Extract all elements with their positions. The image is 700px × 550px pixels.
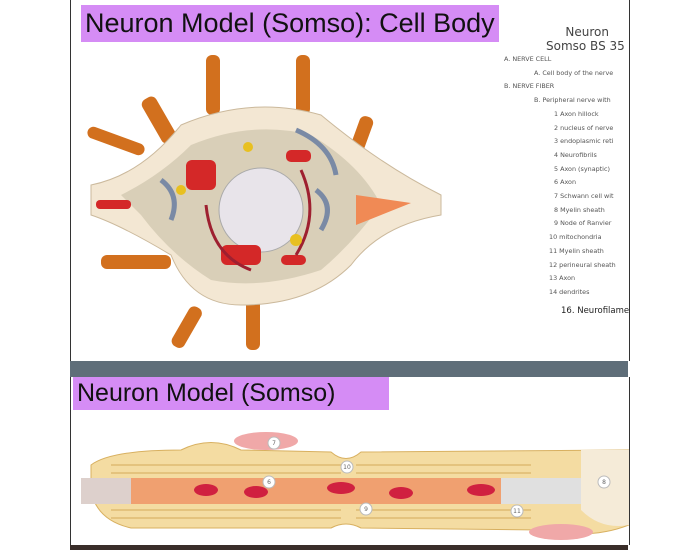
slide-title: Neuron Model (Somso): Cell Body xyxy=(81,5,499,42)
legend-item: 3 endoplasmic reti xyxy=(554,137,614,146)
label-8: 8 xyxy=(602,479,606,486)
legend-item: 13 Axon xyxy=(549,274,576,283)
slide-title: Neuron Model (Somso) xyxy=(73,377,389,410)
legend-item: A. Cell body of the nerve xyxy=(534,68,614,77)
legend-item: 5 Axon (synaptic) xyxy=(554,164,610,173)
legend-item: A. NERVE CELL xyxy=(504,55,552,63)
legend-item: 9 Node of Ranvier xyxy=(554,219,612,228)
legend-item: 6 Axon xyxy=(554,178,577,187)
legend-item: 7 Schwann cell wit xyxy=(554,192,614,201)
legend-item: 14 dendrites xyxy=(549,287,590,296)
slide-cell-body: Neuron Model (Somso): Cell Body Neuron S… xyxy=(70,0,630,361)
legend-item: 4 Neurofibrils xyxy=(554,150,597,159)
legend-heading-line1: Neuron xyxy=(565,25,609,39)
legend-extra: 16. Neurofilament xyxy=(561,305,629,316)
legend-item: 10 mitochondria xyxy=(549,233,602,242)
legend-item: 2 nucleus of nerve xyxy=(554,123,614,132)
nerve-fiber-image: 7 10 6 9 11 8 xyxy=(81,432,629,540)
legend-item: 12 perineural sheath xyxy=(549,260,616,269)
label-9: 9 xyxy=(364,506,368,513)
legend-item: 1 Axon hillock xyxy=(554,109,599,118)
legend-heading-line2: Somso BS 35 xyxy=(546,39,625,53)
label-11: 11 xyxy=(513,508,521,515)
neuron-cell-body-image xyxy=(87,55,442,350)
slide-nerve-fiber: Neuron Model (Somso) 7 10 6 9 11 8 xyxy=(70,377,630,545)
bottom-strip xyxy=(70,545,628,550)
slide-divider xyxy=(70,361,628,377)
legend-item: B. NERVE FIBER xyxy=(504,82,555,91)
legend-item: 11 Myelin sheath xyxy=(549,246,604,255)
label-6: 6 xyxy=(267,479,271,486)
legend-item: B. Peripheral nerve with xyxy=(534,96,611,105)
legend-item: 8 Myelin sheath xyxy=(554,205,605,214)
label-7: 7 xyxy=(272,440,276,447)
label-10: 10 xyxy=(343,464,351,471)
legend-panel: Neuron Somso BS 35 A. NERVE CELL A. Cell … xyxy=(504,25,629,316)
